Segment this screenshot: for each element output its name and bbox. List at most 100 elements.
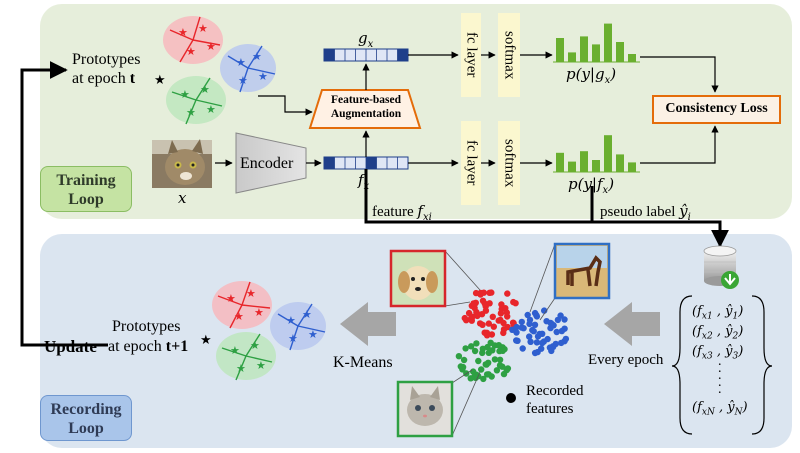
softmax-bottom-label: softmax — [501, 138, 518, 188]
feature-point — [479, 349, 486, 357]
feature-point — [469, 313, 476, 320]
softmax-top-box — [498, 13, 520, 97]
feature-point — [493, 367, 501, 374]
prototypes-t1-label-2: at epoch t+1 — [108, 338, 189, 355]
feature-point — [504, 323, 511, 331]
feature-point — [561, 316, 568, 323]
fx-label: fx — [358, 171, 370, 192]
recorded-label-1: Recorded — [526, 383, 584, 399]
svg-text:★: ★ — [308, 328, 318, 341]
feature-point — [500, 319, 507, 327]
database-icon — [703, 245, 739, 289]
feature-point — [533, 313, 541, 320]
feature-point — [488, 331, 496, 338]
svg-text:★: ★ — [254, 306, 264, 319]
feature-point — [480, 375, 487, 383]
recorded-label-2: features — [526, 401, 574, 417]
prototype-star-marker: ★ — [154, 73, 166, 88]
p-fx-label: p(y|fx) — [568, 175, 615, 196]
probability-bar — [592, 160, 600, 172]
probability-bar — [628, 162, 636, 172]
feature-point — [501, 346, 508, 353]
feature-point — [478, 366, 485, 373]
probability-bar — [616, 154, 624, 172]
feature-point — [550, 322, 557, 329]
prototypes-t-label-1: Prototypes — [72, 51, 141, 68]
augmentation-box — [308, 89, 422, 129]
svg-text:★: ★ — [236, 362, 246, 375]
feature-point — [503, 309, 510, 316]
feature-point — [462, 345, 469, 352]
svg-text:★: ★ — [234, 310, 244, 323]
feature-point — [548, 347, 555, 355]
feature-point — [518, 324, 525, 331]
proto-to-aug-arrow — [258, 95, 313, 116]
prototypes-t-clusters: ★★★★ ★★★★ ★★★★ — [163, 16, 276, 125]
pseudo-label: pseudo label ŷi — [600, 202, 691, 223]
svg-text:★: ★ — [252, 50, 262, 63]
feature-point — [490, 323, 497, 330]
consistency-loss-label: Consistency Loss — [665, 101, 768, 116]
feature-point — [491, 356, 499, 363]
feature-point — [526, 333, 533, 340]
kmeans-label: K-Means — [333, 354, 393, 371]
fc-layer-top-label: fc layer — [463, 32, 480, 78]
probability-bar — [604, 23, 612, 63]
feature-point — [480, 289, 487, 296]
dog-image — [389, 249, 481, 308]
svg-text:★: ★ — [288, 332, 298, 345]
svg-text:★: ★ — [246, 287, 256, 300]
feature-point — [504, 290, 511, 297]
augmentation-label-1: Feature-based — [330, 94, 402, 106]
memory-row-2: (fx2 , ŷ2) — [692, 324, 744, 342]
gx-label: gx — [358, 29, 374, 50]
svg-text:★: ★ — [200, 83, 210, 96]
memory-close-brace — [751, 295, 773, 435]
svg-text:★: ★ — [302, 308, 312, 321]
prototype-star-marker-t1: ★ — [200, 333, 212, 348]
svg-text:★: ★ — [206, 40, 216, 53]
update-loop-arrow — [20, 61, 108, 347]
distribution-gx-bars — [556, 23, 636, 63]
feature-point — [475, 357, 482, 365]
feature-point — [510, 298, 517, 306]
feature-point — [479, 321, 486, 328]
feature-point — [533, 339, 541, 346]
encoder-label: Encoder — [240, 155, 294, 172]
probability-bar — [580, 36, 588, 62]
fx-vector — [323, 156, 409, 170]
feature-point — [488, 373, 495, 380]
feature-point — [470, 300, 477, 307]
feature-point — [526, 320, 533, 328]
feature-point — [455, 353, 463, 360]
probability-bar — [604, 135, 612, 172]
feature-point — [470, 368, 477, 375]
probability-bar — [568, 161, 576, 172]
feature-point — [518, 318, 525, 326]
prototypes-t1-clusters: ★★★★ ★★★★ ★★★★ — [212, 281, 326, 381]
feature-point — [486, 289, 493, 296]
softmax-bottom-box — [498, 121, 520, 205]
feature-point — [553, 328, 560, 336]
probability-bar — [592, 44, 600, 62]
svg-text:★: ★ — [238, 74, 248, 87]
feature-point — [513, 323, 520, 331]
kmeans-arrow — [340, 302, 396, 346]
feature-point — [461, 314, 468, 322]
svg-text:★: ★ — [286, 314, 296, 327]
memory-row-3: (fx3 , ŷ3) — [692, 344, 744, 362]
p-gx-label: p(y|gx) — [566, 65, 617, 86]
probability-bar — [568, 52, 576, 62]
feature-point — [504, 365, 512, 372]
encoder-block — [235, 132, 307, 194]
feature-point — [495, 317, 502, 324]
feature-point — [468, 343, 475, 350]
feature-point — [473, 340, 480, 347]
svg-text:★: ★ — [178, 26, 188, 39]
feature-point — [498, 301, 505, 308]
svg-text:★: ★ — [198, 22, 208, 35]
probability-bar — [580, 151, 588, 172]
